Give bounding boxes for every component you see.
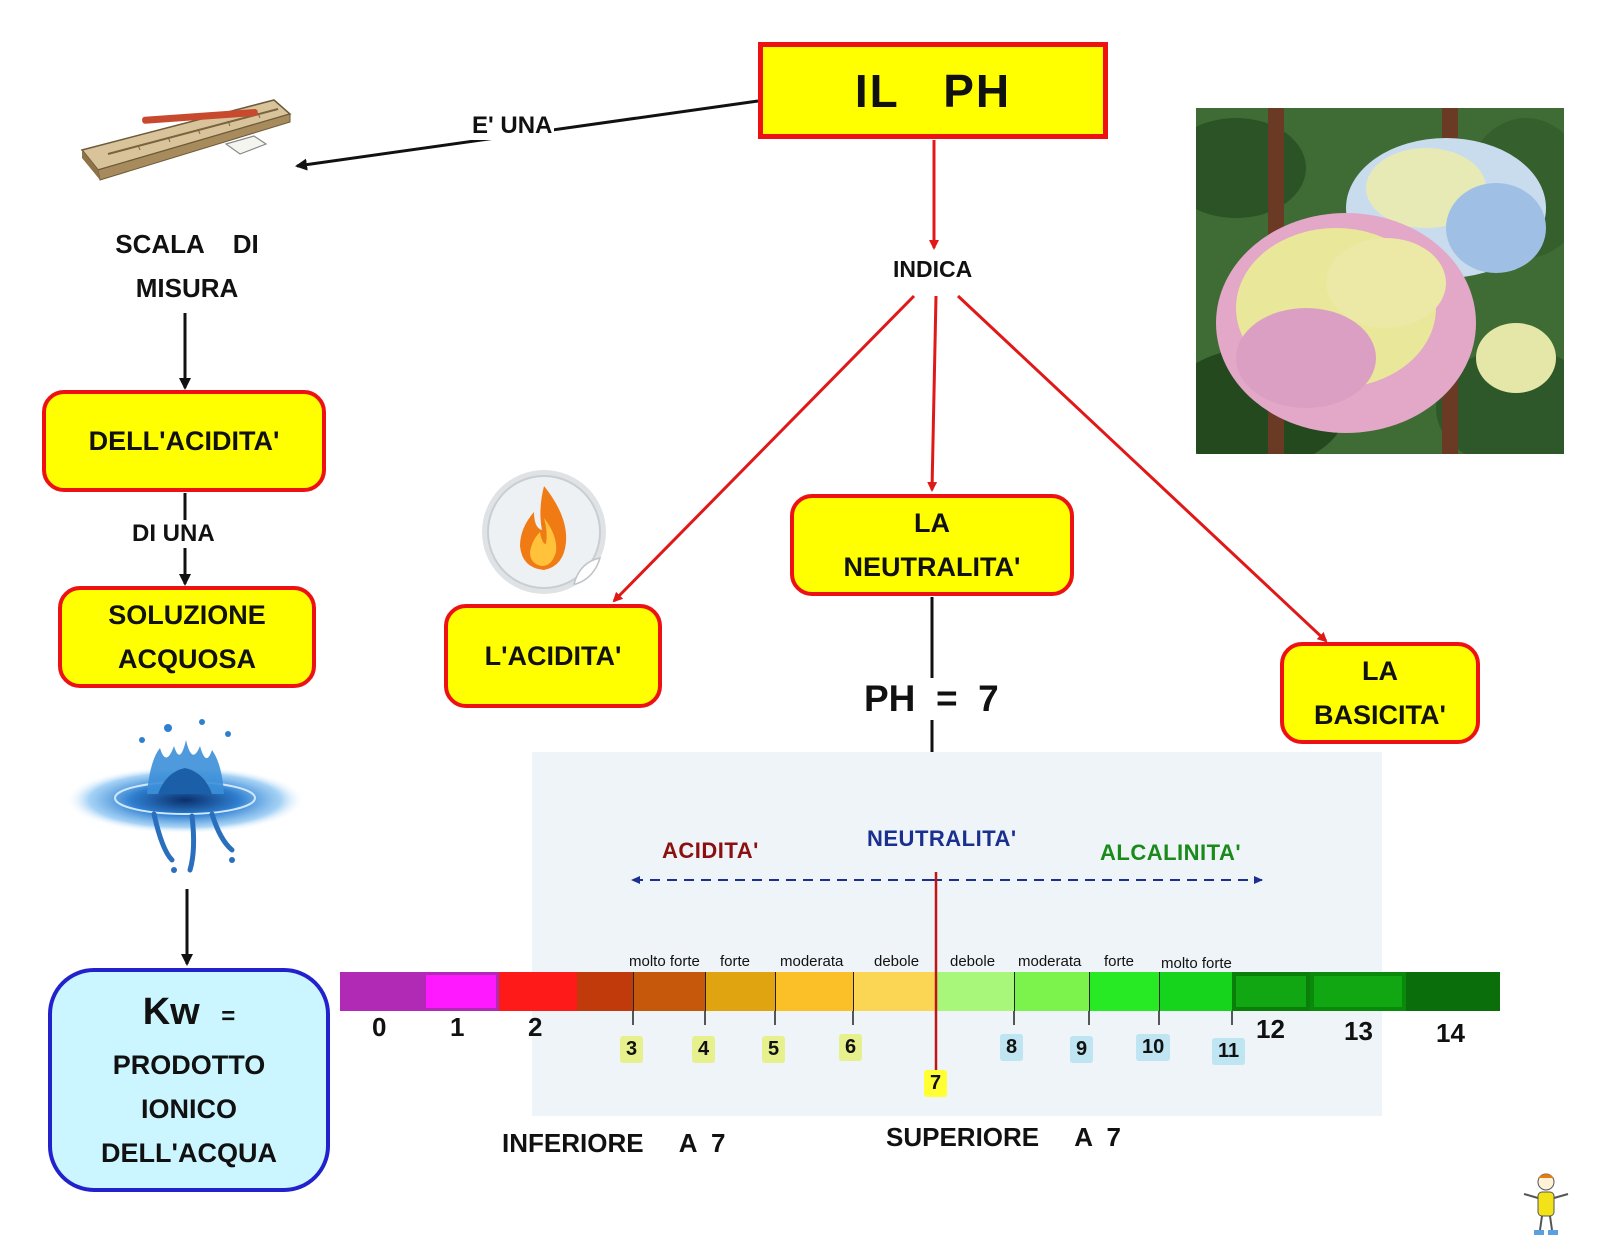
ph-chip-3: 3 xyxy=(620,1036,644,1063)
strength-label-1: molto forte xyxy=(629,953,700,970)
seg-4 xyxy=(705,972,775,1011)
ruler-icon xyxy=(80,99,292,181)
arrow-to-neutralita xyxy=(927,295,938,492)
ph-chip-10: 10 xyxy=(1136,1034,1171,1061)
neutralita-line-2: NEUTRALITA' xyxy=(843,552,1021,582)
ph-num-14: 14 xyxy=(1436,1018,1465,1048)
seg-10 xyxy=(1159,972,1232,1011)
label-indica: INDICA xyxy=(891,256,975,283)
strength-label-3: moderata xyxy=(780,953,844,970)
scala-line-1: SCALA DI xyxy=(115,229,259,259)
ph-num-0: 0 xyxy=(372,1012,387,1042)
kw-symbol: Kw xyxy=(142,990,200,1033)
strength-label-6: moderata xyxy=(1018,953,1082,970)
seg-12 xyxy=(1310,972,1406,1011)
arrow-to-acidita xyxy=(612,294,916,603)
box-kw: Kw = PRODOTTO IONICO DELL'ACQUA xyxy=(48,968,330,1192)
seg-13 xyxy=(1406,972,1500,1011)
ph-chip-7: 7 xyxy=(924,1070,948,1097)
kw-equals: = xyxy=(221,1002,236,1030)
neutralita-line-1: LA xyxy=(914,508,950,538)
seg-5 xyxy=(775,972,853,1011)
title-il-ph: IL PH xyxy=(758,42,1108,139)
ph-chip-11: 11 xyxy=(1212,1038,1246,1065)
box-l-acidita-text: L'ACIDITA' xyxy=(484,641,622,671)
strength-label-2: forte xyxy=(720,953,751,970)
seg-3 xyxy=(633,972,705,1011)
ph-chip-9: 9 xyxy=(1070,1036,1094,1063)
water-splash-icon xyxy=(65,719,305,873)
ph-num-1: 1 xyxy=(450,1012,465,1042)
seg-9 xyxy=(1089,972,1159,1011)
label-di-una: DI UNA xyxy=(130,520,217,548)
seg-2 xyxy=(499,972,577,1011)
soluzione-line-2: ACQUOSA xyxy=(117,644,256,674)
kw-line-3: DELL'ACQUA xyxy=(101,1137,277,1168)
kw-line-1: PRODOTTO xyxy=(112,1049,266,1080)
box-la-neutralita: LA NEUTRALITA' xyxy=(790,494,1074,596)
mascot-icon xyxy=(1523,1173,1569,1235)
scala-line-2: MISURA xyxy=(135,273,239,303)
strength-label-8: molto forte xyxy=(1161,955,1232,972)
ph-chip-5: 5 xyxy=(762,1036,786,1063)
strength-label-7: forte xyxy=(1104,953,1135,970)
box-dell-acidita-text: DELL'ACIDITA' xyxy=(88,426,280,456)
soluzione-line-1: SOLUZIONE xyxy=(108,600,266,630)
ph-chip-4: 4 xyxy=(692,1036,716,1063)
ph-num-12: 12 xyxy=(1256,1014,1285,1044)
box-la-basicita: LA BASICITA' xyxy=(1280,642,1480,744)
scala-di-misura: SCALA DI MISURA xyxy=(92,222,282,310)
basicita-line-1: LA xyxy=(1362,656,1398,686)
ph-num-2: 2 xyxy=(528,1012,543,1042)
seg-11 xyxy=(1232,972,1310,1011)
ph-num-13: 13 xyxy=(1344,1016,1373,1046)
label-superiore: SUPERIORE A 7 xyxy=(886,1122,1122,1152)
seg-0 xyxy=(340,972,423,1011)
zone-acidita: ACIDITA' xyxy=(662,838,759,863)
seg-6 xyxy=(853,972,936,1011)
ph-chip-6: 6 xyxy=(839,1034,863,1061)
flame-sticker-icon xyxy=(482,470,606,594)
box-l-acidita: L'ACIDITA' xyxy=(444,604,662,708)
hydrangea-drawing xyxy=(1196,108,1564,454)
strength-label-5: debole xyxy=(950,953,996,970)
seg-8 xyxy=(1014,972,1089,1011)
basicita-line-2: BASICITA' xyxy=(1314,700,1446,730)
label-e-una: E' UNA xyxy=(470,112,555,140)
ph-chip-8: 8 xyxy=(1000,1034,1024,1061)
box-dell-acidita: DELL'ACIDITA' xyxy=(42,390,326,492)
kw-line-2: IONICO xyxy=(140,1093,237,1124)
title-text: IL PH xyxy=(854,64,1012,117)
ph-equals-7: PH = 7 xyxy=(864,678,999,720)
zone-alcalinita: ALCALINITA' xyxy=(1100,840,1242,865)
strength-label-4: debole xyxy=(874,953,920,970)
seg-3a xyxy=(577,972,633,1011)
seg-1 xyxy=(423,972,499,1011)
box-soluzione-acquosa: SOLUZIONE ACQUOSA xyxy=(58,586,316,688)
arrow-to-basicita xyxy=(956,294,1328,643)
seg-7 xyxy=(936,972,1014,1011)
label-inferiore: INFERIORE A 7 xyxy=(502,1128,726,1158)
hydrangea-photo xyxy=(1196,108,1564,454)
kw-formula: Kw = xyxy=(143,986,236,1043)
zone-neutralita: NEUTRALITA' xyxy=(867,826,1017,851)
